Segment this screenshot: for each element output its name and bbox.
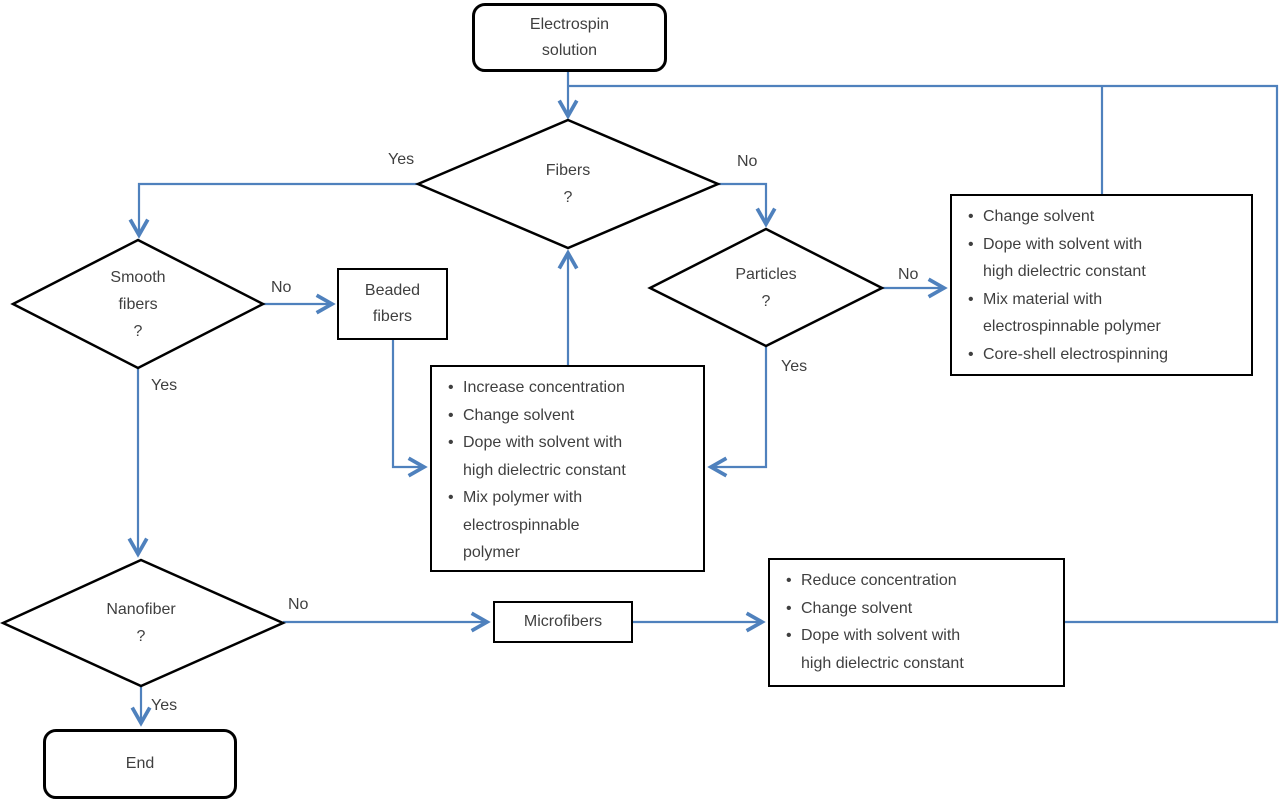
action-item: Dope with solvent with high dielectric c…	[966, 231, 1243, 286]
microfiber-actions-box: Reduce concentration Change solvent Dope…	[768, 558, 1065, 687]
nanofiber-decision-diamond	[0, 558, 287, 688]
edge-label-fibers-no: No	[737, 153, 758, 170]
edge-label-particles-no: No	[898, 266, 919, 283]
beaded-fibers-node: Beaded fibers	[337, 268, 448, 340]
edge-label-smooth-yes: Yes	[151, 377, 178, 394]
edge-beaded-actions	[391, 340, 428, 478]
action-item: Increase concentration	[446, 374, 695, 402]
edge-particles-yes	[707, 346, 768, 478]
edge-fibers-no	[718, 182, 777, 228]
particles-decision-label: Particles ?	[735, 266, 797, 310]
edge-feedback-loop	[568, 84, 1279, 624]
edge-fibers-yes	[128, 182, 418, 239]
edge-label-fibers-yes: Yes	[388, 151, 415, 168]
edge-label-smooth-no: No	[271, 279, 292, 296]
edge-label-particles-yes: Yes	[781, 358, 808, 375]
action-item: Dope with solvent with high dielectric c…	[784, 622, 1055, 677]
nanofiber-decision-label: Nanofiber ?	[106, 601, 176, 645]
particles-decision-diamond	[647, 227, 885, 348]
start-node: Electrospin solution	[472, 3, 667, 72]
edge-label-nanofiber-no: No	[288, 596, 309, 613]
smooth-fibers-decision-label: Smooth fibers ?	[110, 269, 166, 340]
smooth-fibers-decision-diamond	[10, 238, 266, 370]
action-item: Mix polymer with electrospinnable polyme…	[446, 484, 695, 567]
action-item: Change solvent	[446, 402, 695, 430]
action-item: Core-shell electrospinning	[966, 341, 1243, 369]
no-fibers-actions-box: Change solvent Dope with solvent with hi…	[950, 194, 1253, 376]
action-item: Mix material with electrospinnable polym…	[966, 286, 1243, 341]
action-item: Dope with solvent with high dielectric c…	[446, 429, 695, 484]
end-node: End	[43, 729, 237, 799]
action-item: Change solvent	[966, 203, 1243, 231]
action-item: Reduce concentration	[784, 567, 1055, 595]
beaded-actions-box: Increase concentration Change solvent Do…	[430, 365, 705, 572]
fibers-decision-label: Fibers ?	[545, 162, 591, 206]
fibers-decision-diamond	[414, 118, 722, 250]
action-item: Change solvent	[784, 595, 1055, 623]
edge-label-nanofiber-yes: Yes	[151, 697, 178, 714]
microfibers-node: Microfibers	[493, 601, 633, 643]
